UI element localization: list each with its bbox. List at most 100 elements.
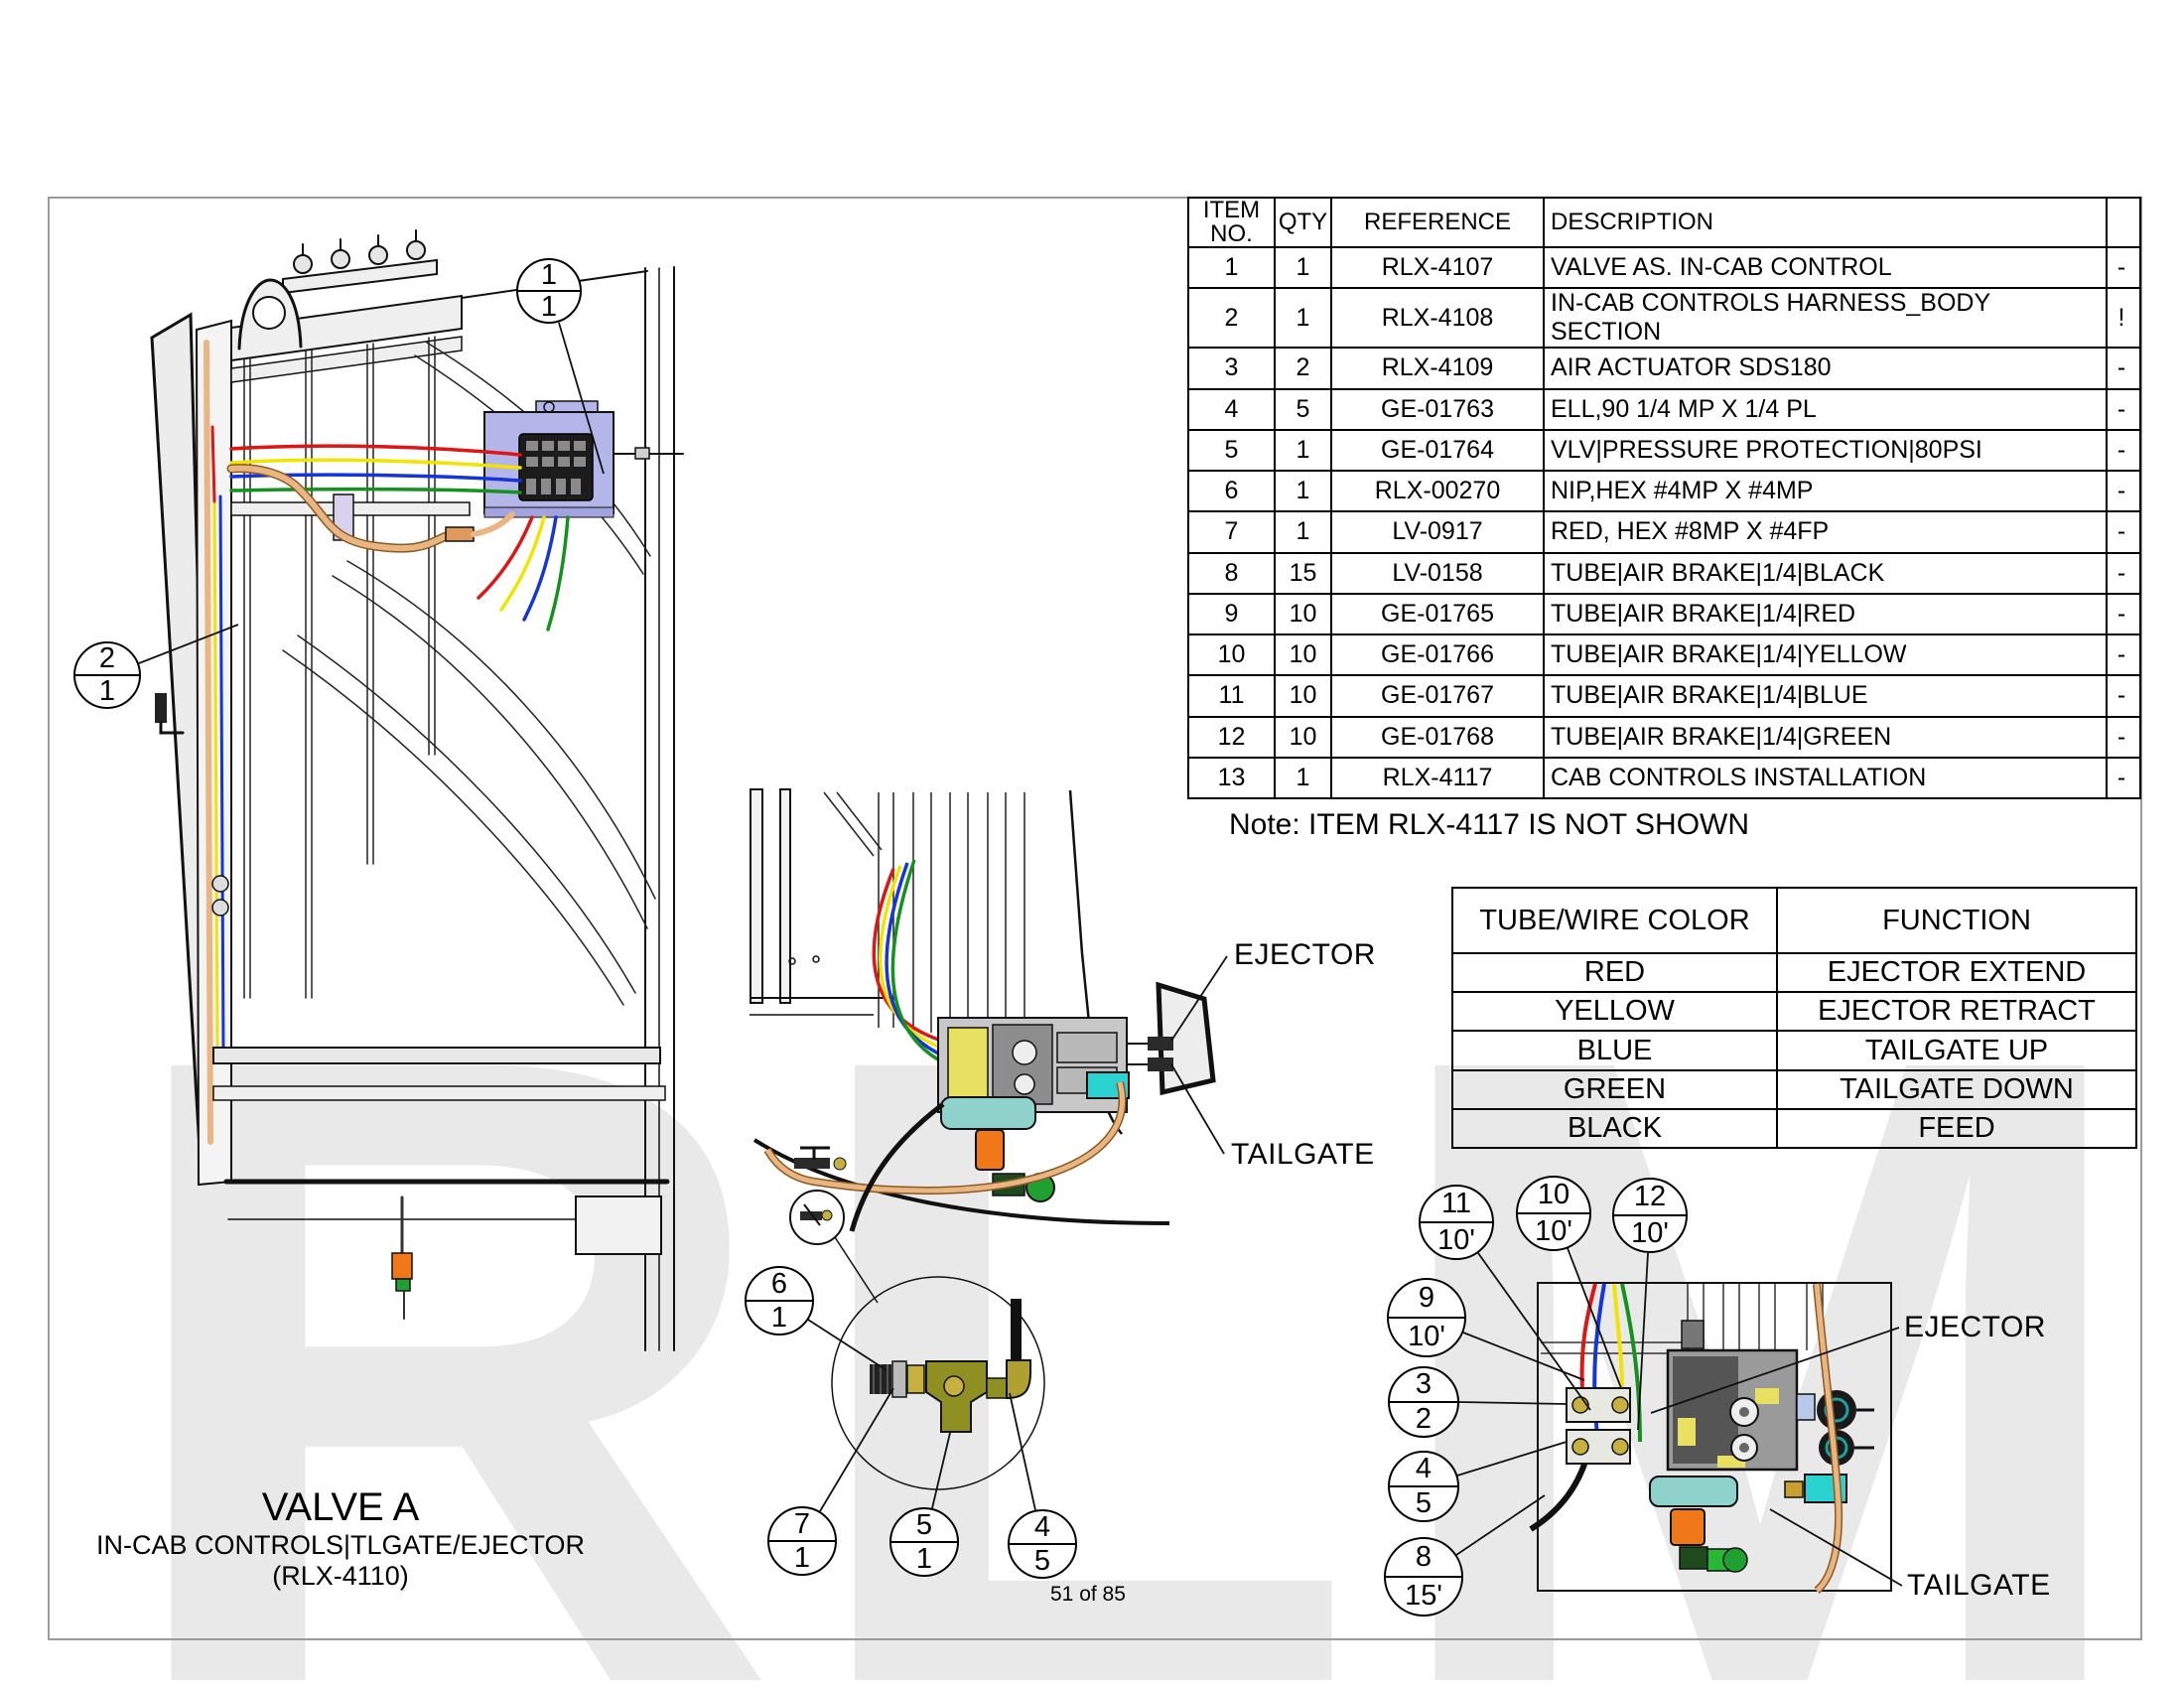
- color-table-row: BLACK FEED: [1453, 1109, 2135, 1148]
- callout-qty: 1: [793, 1541, 811, 1574]
- bom-header-item: ITEM NO.: [1189, 199, 1276, 246]
- bom-row: 2 1 RLX-4108 IN-CAB CONTROLS HARNESS_BOD…: [1189, 289, 2139, 350]
- bom-cell-qty: 5: [1276, 389, 1332, 429]
- callout-elbow-fitting-b: 4 5: [1388, 1451, 1459, 1522]
- bom-cell-reference: GE-01763: [1332, 389, 1545, 429]
- callout-pressure-protection-valve: 5 1: [889, 1507, 959, 1577]
- bom-table: ITEM NO. QTY REFERENCE DESCRIPTION 1 1 R…: [1187, 197, 2141, 799]
- bom-row: 12 10 GE-01768 TUBE|AIR BRAKE|1/4|GREEN …: [1189, 717, 2139, 759]
- callout-item-number: 4: [1010, 1511, 1075, 1545]
- bom-cell-flag: -: [2116, 477, 2126, 505]
- callout-length: 10': [1535, 1215, 1572, 1247]
- callout-controls-harness: 2 1: [73, 641, 141, 709]
- bom-cell-item: 3: [1189, 349, 1276, 388]
- callout-item-number: 9: [1389, 1280, 1464, 1319]
- bom-cell-flag: -: [2116, 394, 2126, 423]
- bom-cell-flag: -: [2116, 640, 2126, 669]
- bom-row: 1 1 RLX-4107 VALVE AS. IN-CAB CONTROL -: [1189, 248, 2139, 290]
- color-cell: YELLOW: [1453, 993, 1778, 1031]
- color-cell: RED: [1453, 954, 1778, 992]
- bom-cell-description: VALVE AS. IN-CAB CONTROL: [1545, 248, 2108, 288]
- bom-cell-flag: !: [2117, 303, 2125, 332]
- bom-cell-qty: 1: [1276, 758, 1332, 797]
- bom-cell-qty: 1: [1276, 472, 1332, 511]
- callout-hex-nipple: 6 1: [745, 1266, 814, 1336]
- bom-cell-description: IN-CAB CONTROLS HARNESS_BODY SECTION: [1545, 289, 2108, 348]
- callout-air-actuator: 3 2: [1388, 1366, 1459, 1438]
- bom-cell-description: ELL,90 1/4 MP X 1/4 PL: [1545, 389, 2108, 429]
- color-table-row: RED EJECTOR EXTEND: [1453, 954, 2135, 994]
- callout-item-number: 12: [1614, 1180, 1686, 1216]
- color-table-header-function: FUNCTION: [1882, 904, 2031, 936]
- bom-cell-flag: -: [2116, 722, 2126, 751]
- color-cell: BLUE: [1453, 1032, 1778, 1069]
- callout-item-number: 3: [1390, 1368, 1457, 1403]
- callout-item-number: 2: [75, 643, 139, 676]
- callout-elbow-fitting-a: 4 5: [1008, 1509, 1077, 1579]
- bom-cell-qty: 1: [1276, 430, 1332, 470]
- bom-cell-description: NIP,HEX #4MP X #4MP: [1545, 472, 2108, 511]
- callout-item-number: 10: [1518, 1178, 1589, 1214]
- bom-cell-description: TUBE|AIR BRAKE|1/4|YELLOW: [1545, 635, 2108, 675]
- bom-cell-reference: GE-01767: [1332, 676, 1545, 716]
- bom-cell-flag: -: [2116, 353, 2126, 382]
- callout-item-number: 7: [769, 1508, 835, 1542]
- bom-row: 5 1 GE-01764 VLV|PRESSURE PROTECTION|80P…: [1189, 430, 2139, 472]
- callout-item-number: 4: [1390, 1453, 1457, 1487]
- note-text: Note: ITEM RLX-4117 IS NOT SHOWN: [1229, 808, 1750, 841]
- bom-cell-reference: RLX-4108: [1332, 289, 1545, 348]
- color-table-row: BLUE TAILGATE UP: [1453, 1032, 2135, 1071]
- bom-cell-qty: 2: [1276, 349, 1332, 388]
- callout-tube-yellow: 10 10': [1516, 1176, 1591, 1251]
- callout-qty: 1: [770, 1301, 788, 1334]
- bom-row: 6 1 RLX-00270 NIP,HEX #4MP X #4MP -: [1189, 472, 2139, 513]
- bom-row: 7 1 LV-0917 RED, HEX #8MP X #4FP -: [1189, 512, 2139, 554]
- bom-cell-description: VLV|PRESSURE PROTECTION|80PSI: [1545, 430, 2108, 470]
- function-cell: EJECTOR RETRACT: [1818, 995, 2096, 1028]
- bom-row: 13 1 RLX-4117 CAB CONTROLS INSTALLATION …: [1189, 758, 2139, 797]
- view-title-block: VALVE A IN-CAB CONTROLS|TLGATE/EJECTOR (…: [82, 1485, 599, 1592]
- callout-item-number: 6: [747, 1268, 812, 1302]
- function-cell: FEED: [1918, 1111, 1995, 1144]
- function-cell: TAILGATE UP: [1864, 1034, 2049, 1066]
- tube-color-function-table: TUBE/WIRE COLOR FUNCTION RED EJECTOR EXT…: [1451, 887, 2137, 1149]
- color-cell: BLACK: [1453, 1109, 1778, 1148]
- bom-cell-item: 2: [1189, 289, 1276, 348]
- bom-cell-reference: GE-01766: [1332, 635, 1545, 675]
- bom-row: 3 2 RLX-4109 AIR ACTUATOR SDS180 -: [1189, 349, 2139, 390]
- callout-qty: 1: [98, 675, 116, 707]
- callout-in-cab-control-valve: 1 1: [516, 258, 582, 324]
- callout-length: 10': [1408, 1321, 1445, 1352]
- callout-tube-black: 8 15': [1384, 1537, 1463, 1617]
- bom-row: 9 10 GE-01765 TUBE|AIR BRAKE|1/4|RED -: [1189, 594, 2139, 635]
- bom-cell-description: CAB CONTROLS INSTALLATION: [1545, 758, 2108, 797]
- bom-cell-item: 7: [1189, 512, 1276, 552]
- bom-cell-reference: RLX-4117: [1332, 758, 1545, 797]
- bom-cell-item: 6: [1189, 472, 1276, 511]
- ejector-label-center: EJECTOR: [1234, 938, 1376, 971]
- color-table-header-color: TUBE/WIRE COLOR: [1453, 889, 1778, 952]
- bom-row: 4 5 GE-01763 ELL,90 1/4 MP X 1/4 PL -: [1189, 389, 2139, 431]
- bom-cell-description: RED, HEX #8MP X #4FP: [1545, 512, 2108, 552]
- callout-qty: 5: [1033, 1544, 1051, 1577]
- color-table-row: GREEN TAILGATE DOWN: [1453, 1070, 2135, 1110]
- callout-item-number: 11: [1421, 1187, 1492, 1223]
- bom-cell-flag: -: [2116, 435, 2126, 464]
- bom-header-qty: QTY: [1276, 199, 1332, 246]
- bom-cell-description: AIR ACTUATOR SDS180: [1545, 349, 2108, 388]
- bom-cell-item: 8: [1189, 553, 1276, 593]
- bom-cell-item: 4: [1189, 389, 1276, 429]
- callout-item-number: 8: [1386, 1539, 1461, 1578]
- bom-cell-description: TUBE|AIR BRAKE|1/4|BLUE: [1545, 676, 2108, 716]
- color-table-header-row: TUBE/WIRE COLOR FUNCTION: [1453, 889, 2135, 954]
- bom-cell-item: 5: [1189, 430, 1276, 470]
- bom-cell-item: 9: [1189, 594, 1276, 633]
- callout-tube-green: 12 10': [1612, 1178, 1688, 1253]
- bom-cell-qty: 10: [1276, 717, 1332, 757]
- bom-cell-flag: -: [2116, 763, 2126, 791]
- ejector-label-detail: EJECTOR: [1904, 1311, 2046, 1343]
- bom-cell-qty: 10: [1276, 594, 1332, 633]
- color-cell: GREEN: [1453, 1070, 1778, 1108]
